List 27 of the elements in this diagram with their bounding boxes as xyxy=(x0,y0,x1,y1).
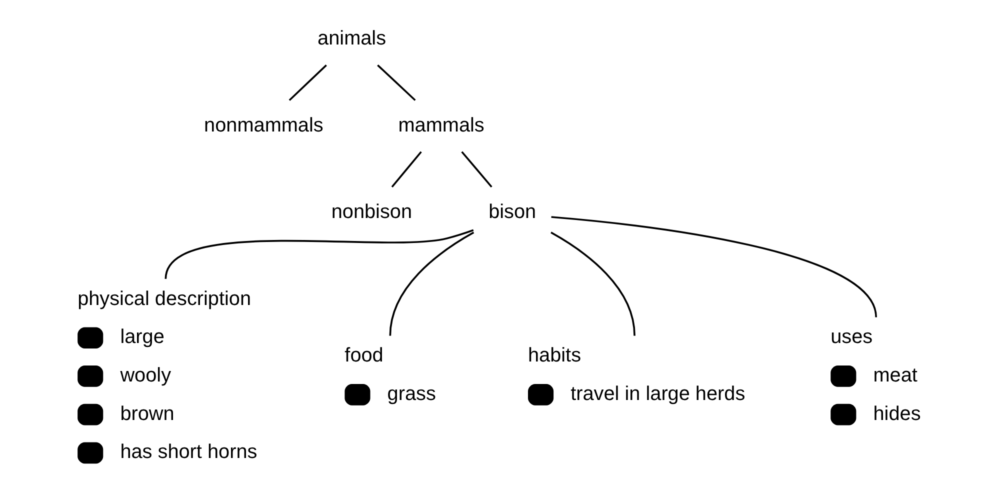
node-label: has short horns xyxy=(120,441,257,464)
connector xyxy=(550,216,876,318)
connector xyxy=(376,64,416,101)
node-text: nonbison xyxy=(330,201,412,224)
node-label: habits xyxy=(527,344,581,367)
node-label: wooly xyxy=(120,364,171,386)
node-label: grass xyxy=(386,382,436,405)
node-label: hides xyxy=(872,402,920,425)
connector xyxy=(288,64,326,101)
node-label: uses xyxy=(830,326,872,348)
node-label: meat xyxy=(872,364,917,386)
node-label: travel in large herds xyxy=(570,382,745,405)
node-text: nonmammals xyxy=(204,114,323,136)
node-text: animals xyxy=(317,28,386,50)
node-label: physical description xyxy=(77,288,251,310)
node-box xyxy=(344,384,370,406)
node-text: bison xyxy=(488,201,536,224)
connector xyxy=(164,229,474,280)
node-label: food xyxy=(344,344,383,367)
connector xyxy=(390,151,422,188)
node-box xyxy=(527,384,554,406)
connector xyxy=(550,232,635,336)
connector xyxy=(388,232,474,336)
node-label: large xyxy=(120,326,164,348)
node-text: mammals xyxy=(398,114,484,136)
connector xyxy=(460,151,492,188)
node-label: brown xyxy=(120,402,174,425)
